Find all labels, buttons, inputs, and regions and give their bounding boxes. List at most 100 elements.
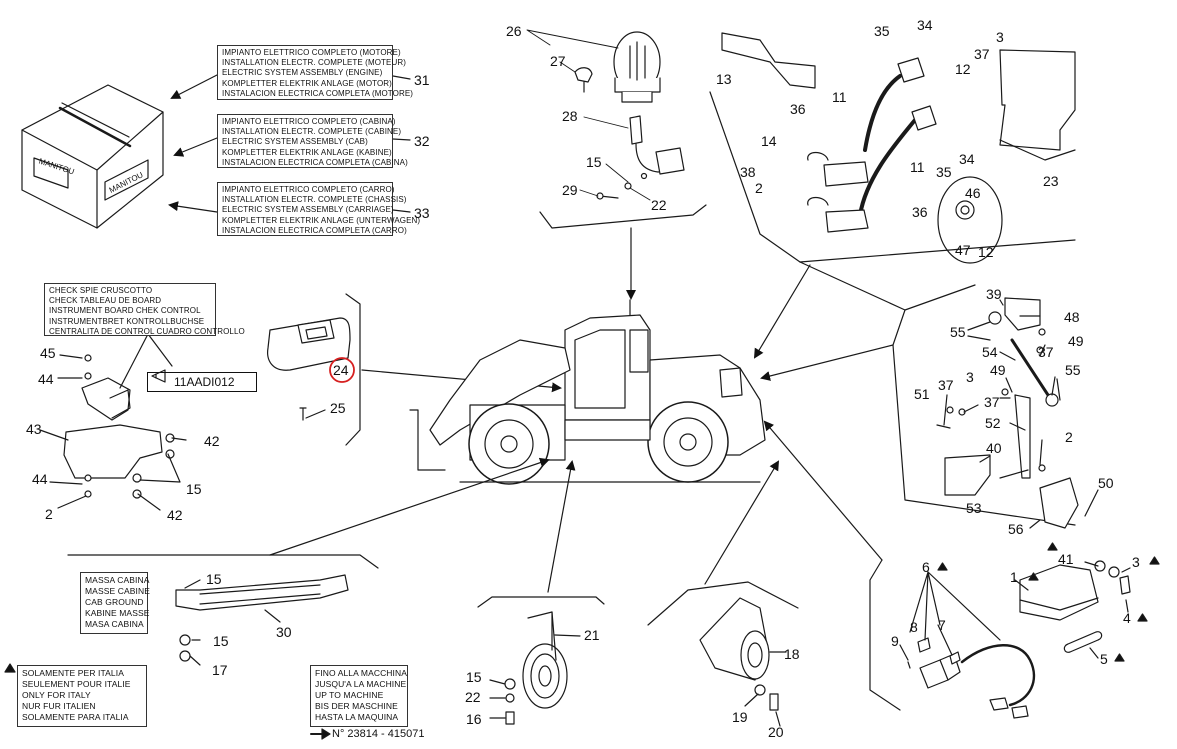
cab-ground-box: MASSA CABINA MASSE CABINE CAB GROUND KAB…	[80, 572, 150, 634]
ref-11: 11	[910, 159, 925, 175]
ref-2: 2	[755, 180, 763, 196]
carriage-assembly-box: IMPIANTO ELETTRICO COMPLETO (CARRO) INST…	[217, 182, 420, 236]
alarm-horn-drawing	[699, 597, 779, 711]
box-line: INSTRUMENTBRET KONTROLLBUCHSE	[49, 316, 205, 326]
part-code-box: 11AADI012	[147, 372, 257, 392]
ref-50: 50	[1098, 475, 1114, 491]
ref-34: 34	[917, 17, 933, 33]
ref-15: 15	[206, 571, 222, 587]
box-line: CHECK TABLEAU DE BOARD	[49, 296, 162, 306]
ref-42: 42	[204, 433, 220, 449]
ref-37: 37	[938, 377, 954, 393]
ref-4: 4	[1123, 610, 1131, 626]
ref-11: 11	[832, 89, 847, 105]
box-line: HASTA LA MAQUINA	[315, 712, 399, 722]
ref-53: 53	[966, 500, 982, 516]
box-line: ELECTRIC SYSTEM ASSEMBLY (ENGINE)	[222, 68, 383, 78]
ref-35: 35	[874, 23, 890, 39]
italy-only-box: SOLAMENTE PER ITALIA SEULEMENT POUR ITAL…	[17, 665, 147, 727]
ref-3: 3	[996, 29, 1004, 45]
ref-37: 37	[984, 394, 1000, 410]
ref-23: 23	[1043, 173, 1059, 189]
box-line: MASA CABINA	[85, 619, 144, 629]
box-line: SEULEMENT POUR ITALIE	[22, 679, 131, 689]
ref-7: 7	[938, 617, 946, 633]
box-line: KABINE MASSE	[85, 608, 150, 618]
ref-15: 15	[586, 154, 602, 170]
arrow-engine	[170, 74, 218, 99]
ref-33: 33	[414, 205, 430, 221]
ref-2: 2	[45, 506, 53, 522]
ref-25: 25	[330, 400, 346, 416]
check-control-box: CHECK SPIE CRUSCOTTO CHECK TABLEAU DE BO…	[44, 283, 245, 336]
box-line: JUSQU'A LA MACHINE	[315, 679, 407, 689]
box-line: INSTRUMENT BOARD CHEK CONTROL	[49, 306, 201, 316]
ref-39: 39	[986, 286, 1002, 302]
ref-45: 45	[40, 345, 56, 361]
ref-49: 49	[990, 362, 1006, 378]
box-line: CAB GROUND	[85, 597, 144, 607]
ref-55: 55	[950, 324, 966, 340]
harness-drawing	[721, 32, 1076, 264]
box-line: ONLY FOR ITALY	[22, 690, 91, 700]
ref-42: 42	[167, 507, 183, 523]
ref-30: 30	[276, 624, 292, 640]
ref-32: 32	[414, 133, 430, 149]
ref-38: 38	[740, 164, 756, 180]
packaging-box-drawing	[21, 84, 164, 229]
ref-27: 27	[550, 53, 566, 69]
ref-49: 49	[1068, 333, 1084, 349]
ref-51: 51	[914, 386, 930, 402]
ref-17: 17	[212, 662, 228, 678]
light-drawing	[907, 560, 1131, 719]
ref-12: 12	[955, 61, 971, 77]
cab-assembly-box: IMPIANTO ELETTRICO COMPLETO (CABINA) INS…	[217, 114, 408, 168]
box-line: INSTALLATION ELECTR. COMPLETE (CHASSIS)	[222, 195, 407, 205]
ref-8: 8	[910, 619, 918, 635]
ref-22: 22	[651, 197, 667, 213]
ref-1: 1	[1010, 569, 1018, 585]
ref-36: 36	[912, 204, 928, 220]
ref-2: 2	[1065, 429, 1073, 445]
ref-21: 21	[584, 627, 600, 643]
ref-47: 47	[955, 242, 971, 258]
box-line: ELECTRIC SYSTEM ASSEMBLY (CAB)	[222, 137, 368, 147]
highlight-circle	[329, 357, 355, 383]
box-line: UP TO MACHINE	[315, 690, 384, 700]
ref-48: 48	[1064, 309, 1080, 325]
box-line: KOMPLETTER ELEKTRIK ANLAGE (MOTOR)	[222, 78, 392, 88]
ref-34: 34	[959, 151, 975, 167]
box-line: MASSE CABINE	[85, 586, 150, 596]
ref-12: 12	[978, 244, 994, 260]
ref-44: 44	[32, 471, 48, 487]
serial-range: N° 23814 - 415071	[332, 728, 425, 740]
ref-26: 26	[506, 23, 522, 39]
box-line: MASSA CABINA	[85, 575, 150, 585]
box-line: SOLAMENTE PARA ITALIA	[22, 712, 129, 722]
up-to-machine-box: FINO ALLA MACCHINA JUSQU'A LA MACHINE UP…	[310, 665, 408, 727]
ground-strap-drawing	[175, 574, 349, 662]
ref-28: 28	[562, 108, 578, 124]
box-line: IMPIANTO ELETTRICO COMPLETO (CARRO)	[222, 185, 395, 194]
ref-9: 9	[891, 633, 899, 649]
box-line: FINO ALLA MACCHINA	[315, 668, 408, 678]
ref-44: 44	[38, 371, 54, 387]
ref-36: 36	[790, 101, 806, 117]
ref-18: 18	[784, 646, 800, 662]
ref-40: 40	[986, 440, 1002, 456]
ref-3: 3	[966, 369, 974, 385]
ref-15: 15	[466, 669, 482, 685]
ref-56: 56	[1008, 521, 1024, 537]
ref-14: 14	[761, 133, 777, 149]
ref-24: 24	[333, 362, 349, 378]
ref-29: 29	[562, 182, 578, 198]
horn-drawing	[504, 611, 568, 725]
arrow-carriage	[168, 201, 218, 213]
ref-15: 15	[213, 633, 229, 649]
ref-6: 6	[922, 559, 930, 575]
box-line: CHECK SPIE CRUSCOTTO	[49, 286, 153, 295]
ref-41: 41	[1058, 551, 1074, 567]
ref-54: 54	[982, 344, 998, 360]
